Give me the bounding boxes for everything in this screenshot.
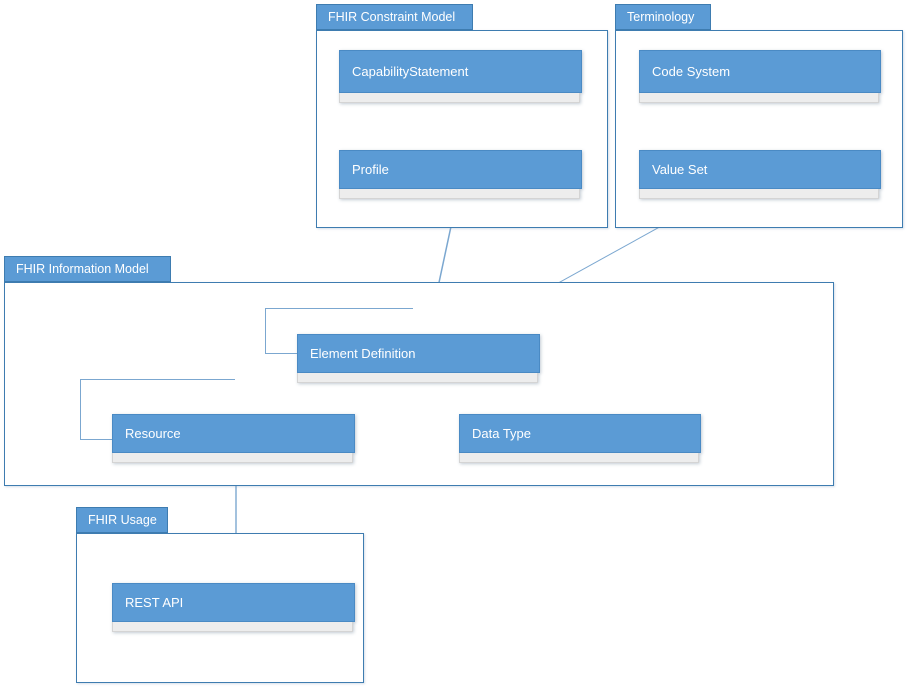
class-title-capabilitystatement: CapabilityStatement	[339, 50, 582, 93]
package-label-fhir-usage: FHIR Usage	[88, 513, 157, 527]
class-footer-code-system	[639, 93, 879, 103]
class-profile[interactable]: Profile	[339, 150, 582, 199]
class-label-profile: Profile	[352, 162, 389, 177]
class-resource[interactable]: Resource	[112, 414, 355, 463]
class-label-data-type: Data Type	[472, 426, 532, 441]
class-label-capabilitystatement: CapabilityStatement	[352, 64, 469, 79]
class-rest-api[interactable]: REST API	[112, 583, 355, 632]
class-label-value-set: Value Set	[652, 162, 708, 177]
class-title-profile: Profile	[339, 150, 582, 189]
class-data-type[interactable]: Data Type	[459, 414, 701, 463]
class-title-data-type: Data Type	[459, 414, 701, 453]
class-label-resource: Resource	[125, 426, 181, 441]
class-element-definition[interactable]: Element Definition	[297, 334, 540, 383]
class-title-rest-api: REST API	[112, 583, 355, 622]
class-label-code-system: Code System	[652, 64, 731, 79]
class-footer-capabilitystatement	[339, 93, 580, 103]
class-footer-data-type	[459, 453, 699, 463]
class-footer-value-set	[639, 189, 879, 199]
class-label-rest-api: REST API	[125, 595, 184, 610]
class-title-resource: Resource	[112, 414, 355, 453]
package-label-fhir-information-model: FHIR Information Model	[16, 262, 149, 276]
package-label-terminology: Terminology	[627, 10, 695, 24]
class-capabilitystatement[interactable]: CapabilityStatement	[339, 50, 582, 103]
class-footer-profile	[339, 189, 580, 199]
class-footer-element-definition	[297, 373, 538, 383]
package-tab-fhir-information-model[interactable]: FHIR Information Model	[4, 256, 171, 282]
package-tab-terminology[interactable]: Terminology	[615, 4, 711, 30]
package-tab-fhir-constraint-model[interactable]: FHIR Constraint Model	[316, 4, 473, 30]
class-title-element-definition: Element Definition	[297, 334, 540, 373]
class-label-element-definition: Element Definition	[310, 346, 416, 361]
class-code-system[interactable]: Code System	[639, 50, 881, 103]
package-tab-fhir-usage[interactable]: FHIR Usage	[76, 507, 168, 533]
class-title-value-set: Value Set	[639, 150, 881, 189]
class-footer-resource	[112, 453, 353, 463]
class-value-set[interactable]: Value Set	[639, 150, 881, 199]
class-title-code-system: Code System	[639, 50, 881, 93]
package-label-fhir-constraint-model: FHIR Constraint Model	[328, 10, 456, 24]
class-footer-rest-api	[112, 622, 353, 632]
